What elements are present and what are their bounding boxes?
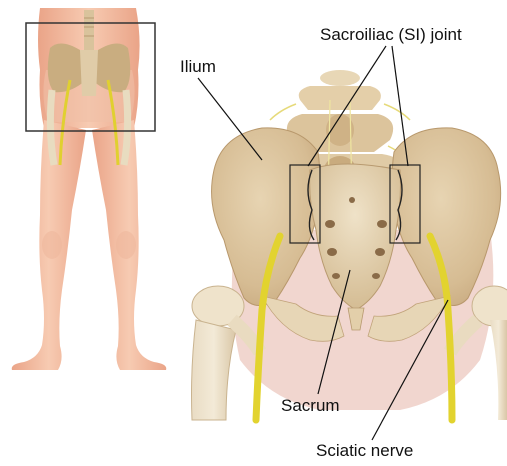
- body-figure-icon: [12, 8, 167, 370]
- ilium-label: Ilium: [180, 58, 216, 75]
- si-joint-label: Sacroiliac (SI) joint: [320, 26, 462, 43]
- pelvis-illustration: [192, 70, 507, 420]
- sacrum-label: Sacrum: [281, 397, 340, 414]
- sciatic-nerve-label: Sciatic nerve: [316, 442, 413, 459]
